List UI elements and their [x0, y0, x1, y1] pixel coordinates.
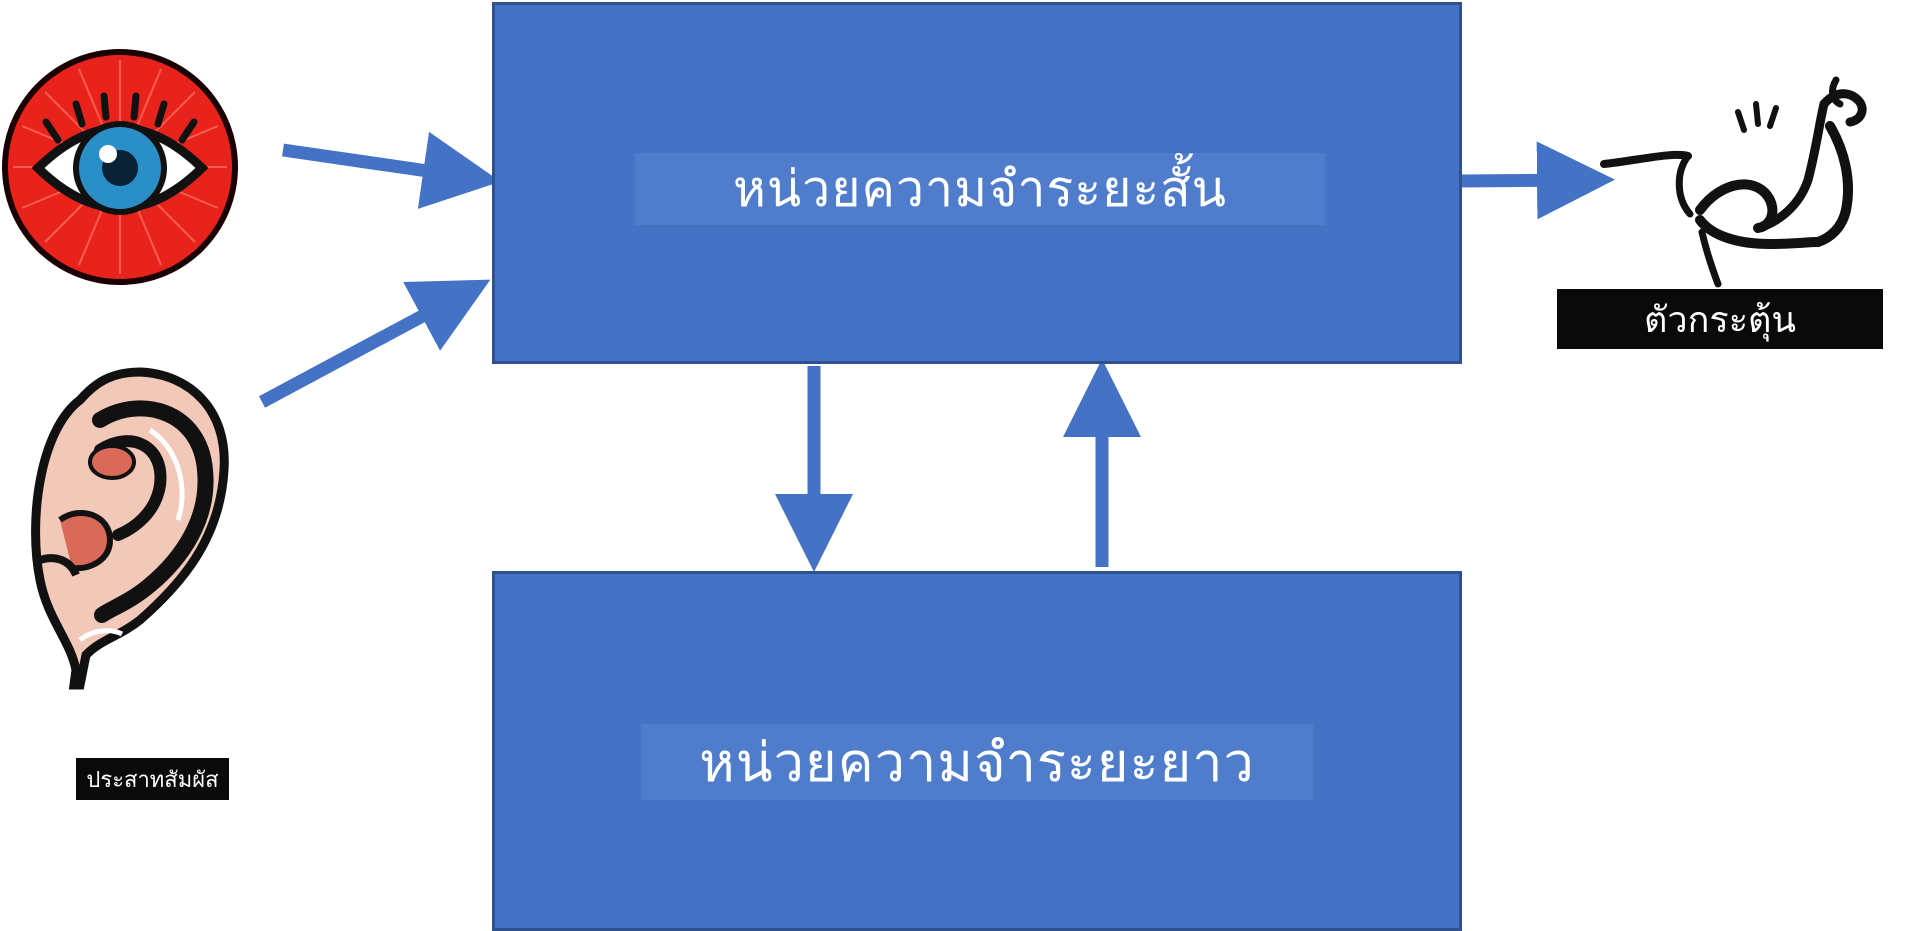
arrow-stm-to-effector: [1461, 141, 1615, 220]
arrow-ear-to-stm: [258, 279, 491, 408]
arrow-eye-to-stm: [282, 131, 501, 209]
long-term-memory-box: หน่วยความจำระยะยาว: [492, 571, 1462, 931]
short-term-memory-box: หน่วยความจำระยะสั้น: [492, 2, 1462, 364]
sensory-label: ประสาทสัมผัส: [76, 758, 229, 800]
effector-label: ตัวกระตุ้น: [1557, 289, 1883, 349]
long-term-memory-label: หน่วยความจำระยะยาว: [641, 724, 1313, 800]
short-term-memory-label: หน่วยความจำระยะสั้น: [635, 153, 1325, 225]
